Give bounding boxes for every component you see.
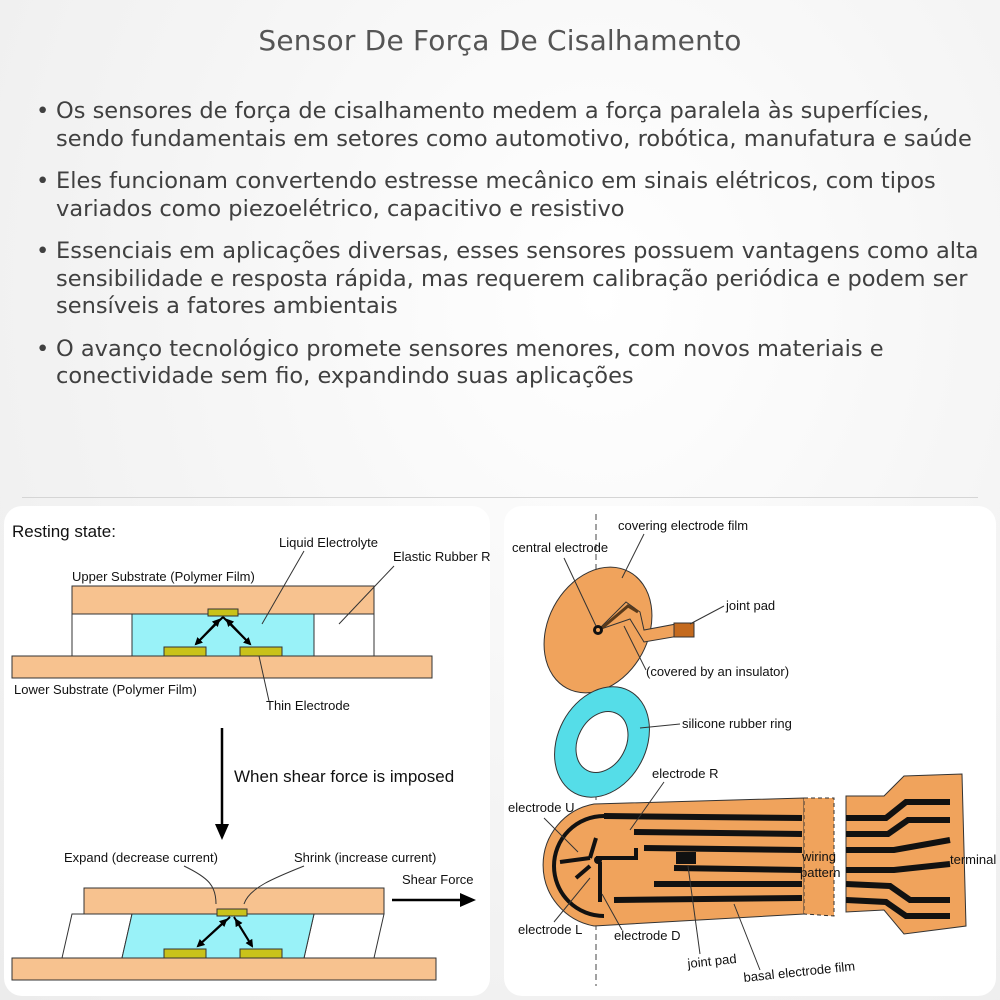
shear-force-label: Shear Force <box>402 872 474 887</box>
covering-electrode-film-label: covering electrode film <box>618 518 748 533</box>
basal-joint-pad-shape <box>676 852 696 864</box>
basal-electrode-film-label: basal electrode film <box>743 958 856 985</box>
electrode-l-label: electrode L <box>518 922 582 937</box>
page-title: Sensor De Força De Cisalhamento <box>258 24 742 57</box>
thin-electrode-top <box>207 608 239 617</box>
bullet-dot: • <box>36 168 50 194</box>
central-electrode-label: central electrode <box>512 540 608 555</box>
bullet-dot: • <box>36 98 50 124</box>
joint-pad-bottom-label: joint pad <box>686 951 737 971</box>
electrode-u-label: electrode U <box>508 800 574 815</box>
thin-electrode-label: Thin Electrode <box>266 698 350 713</box>
bullet-text: Essenciais em aplicações diversas, esses… <box>56 238 979 319</box>
thin-electrode-left <box>163 646 207 657</box>
bullet-dot: • <box>36 238 50 264</box>
lower-substrate-shape <box>11 655 433 679</box>
silicone-rubber-ring <box>554 686 650 798</box>
bullet-item: •Essenciais em aplicações diversas, esse… <box>34 238 984 321</box>
sheared-lower-substrate <box>11 957 437 981</box>
sheared-state-sensor <box>11 887 437 981</box>
bullet-item: •O avanço tecnológico promete sensores m… <box>34 336 984 391</box>
pattern-label: pattern <box>800 865 840 880</box>
liquid-electrolyte-label: Liquid Electrolyte <box>279 535 378 550</box>
liquid-electrolyte-shape <box>131 613 315 657</box>
elastic-rubber-ring-label: Elastic Rubber Ring <box>393 549 490 564</box>
bullet-text: Eles funcionam convertendo estresse mecâ… <box>56 168 936 222</box>
shrink-label: Shrink (increase current) <box>294 850 436 865</box>
cross-section-diagram: Resting state: Liquid Electrolyte Elasti… <box>11 522 490 981</box>
bullet-list: •Os sensores de força de cisalhamento me… <box>34 98 984 406</box>
electrode-r-label: electrode R <box>652 766 718 781</box>
wiring-label: wiring <box>801 849 836 864</box>
covering-electrode-film <box>543 566 695 694</box>
shear-sensor-cross-section-panel: Resting state: Liquid Electrolyte Elasti… <box>4 506 490 996</box>
electrode-d-label: electrode D <box>614 928 680 943</box>
resting-state-sensor <box>11 585 433 679</box>
covered-insulator-label: (covered by an insulator) <box>646 664 789 679</box>
bullet-text: O avanço tecnológico promete sensores me… <box>56 335 884 390</box>
thin-electrode-right <box>239 646 283 657</box>
silicone-rubber-ring-label: silicone rubber ring <box>682 716 792 731</box>
upper-substrate-label: Upper Substrate (Polymer Film) <box>72 569 255 584</box>
terminal-label: terminal <box>950 852 996 867</box>
sheared-electrolyte-shape <box>121 913 315 959</box>
bullet-item: •Eles funcionam convertendo estresse mec… <box>34 168 984 223</box>
joint-pad-top-label: joint pad <box>725 598 775 613</box>
basal-electrode-film <box>542 773 967 935</box>
section-divider <box>22 497 978 498</box>
bullet-item: •Os sensores de força de cisalhamento me… <box>34 98 984 153</box>
exploded-view-diagram: central electrode covering electrode fil… <box>508 514 996 986</box>
bullet-dot: • <box>36 335 50 362</box>
resting-state-label: Resting state: <box>12 522 116 541</box>
joint-pad-shape <box>673 622 695 638</box>
bullet-text: Os sensores de força de cisalhamento med… <box>56 98 972 152</box>
expand-label: Expand (decrease current) <box>64 850 218 865</box>
lower-substrate-label: Lower Substrate (Polymer Film) <box>14 682 197 697</box>
when-shear-label: When shear force is imposed <box>234 767 454 786</box>
sensor-exploded-view-panel: central electrode covering electrode fil… <box>504 506 996 996</box>
